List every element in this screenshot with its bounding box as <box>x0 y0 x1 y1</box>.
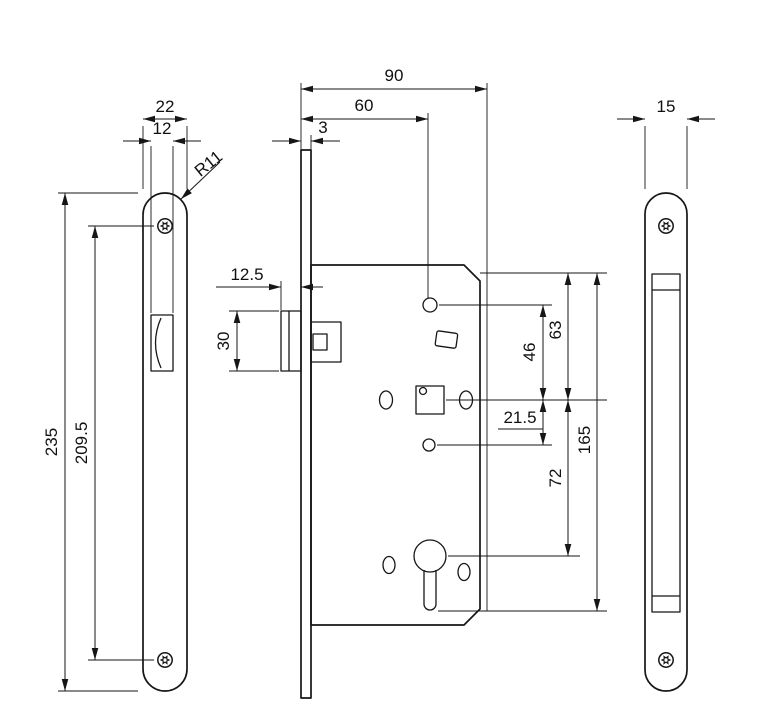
dim-12: 12 <box>123 119 201 313</box>
follower-square-hole <box>415 385 445 415</box>
dim-15: 15 <box>617 97 715 189</box>
cylinder-slot-left <box>382 555 396 575</box>
lock-body-view <box>280 149 481 699</box>
dim-46-label: 46 <box>520 343 539 362</box>
latch-shank-detail <box>312 333 328 351</box>
spindle-follower <box>415 385 445 415</box>
radius-callout: R11 <box>180 147 226 200</box>
dim-60-label: 60 <box>355 96 374 115</box>
latch-head <box>280 310 302 372</box>
dim-60: 60 <box>301 96 429 298</box>
dim-12-label: 12 <box>153 119 172 138</box>
latch-shank <box>310 321 342 363</box>
lower-fixing-hole <box>422 438 436 452</box>
cylinder-keyway <box>423 570 437 611</box>
fixing-slot-left <box>378 390 394 410</box>
dim-209-5: 209.5 <box>72 225 154 661</box>
dim-235-label: 235 <box>42 428 61 456</box>
latch-window <box>150 314 174 372</box>
side-plate-outline <box>644 192 688 692</box>
latch-bolt <box>280 310 342 372</box>
torx-screw-bottom <box>157 652 173 668</box>
side-plate-channel <box>651 273 681 613</box>
dim-12-5: 12.5 <box>216 265 323 310</box>
dim-72-label: 72 <box>546 469 565 488</box>
dim-21-5: 21.5 <box>498 400 547 445</box>
dim-165-label: 165 <box>575 426 594 454</box>
dim-209-5-label: 209.5 <box>72 422 91 465</box>
dim-63-label: 63 <box>546 321 565 340</box>
stop-slot <box>434 330 459 349</box>
lock-case-outline <box>310 264 481 626</box>
top-fixing-hole <box>422 297 438 313</box>
side-plate-view <box>644 192 688 692</box>
torx-screw-top <box>658 218 674 234</box>
latch-face-curve <box>154 317 162 369</box>
faceplate-front-view <box>142 192 188 692</box>
dim-12-5-label: 12.5 <box>230 265 263 284</box>
dim-3: 3 <box>272 118 340 150</box>
body-extension-lines <box>437 272 607 612</box>
dim-22-label: 22 <box>156 97 175 116</box>
dim-72: 72 <box>546 400 572 556</box>
faceplate-outline <box>142 192 188 692</box>
follower-pin-hole <box>418 386 428 396</box>
dim-46: 46 <box>520 305 547 400</box>
dim-3-label: 3 <box>318 118 327 137</box>
dim-63: 63 <box>546 273 572 400</box>
dim-30: 30 <box>214 310 279 372</box>
dim-90-label: 90 <box>385 66 404 85</box>
dim-90: 90 <box>300 66 488 611</box>
torx-screw-top <box>157 218 173 234</box>
dim-165: 165 <box>575 273 601 611</box>
dim-21-5-label: 21.5 <box>503 408 536 427</box>
euro-cylinder-hole <box>413 539 447 611</box>
cylinder-circle <box>413 539 447 573</box>
dim-22: 22 <box>142 97 188 189</box>
dim-15-label: 15 <box>657 97 676 116</box>
torx-screw-bottom <box>658 652 674 668</box>
dim-235: 235 <box>42 192 138 692</box>
dim-30-label: 30 <box>214 332 233 351</box>
leader-line <box>180 161 221 200</box>
cylinder-slot-right <box>457 562 471 582</box>
faceplate-edge <box>300 149 312 699</box>
radius-label: R11 <box>191 147 226 181</box>
